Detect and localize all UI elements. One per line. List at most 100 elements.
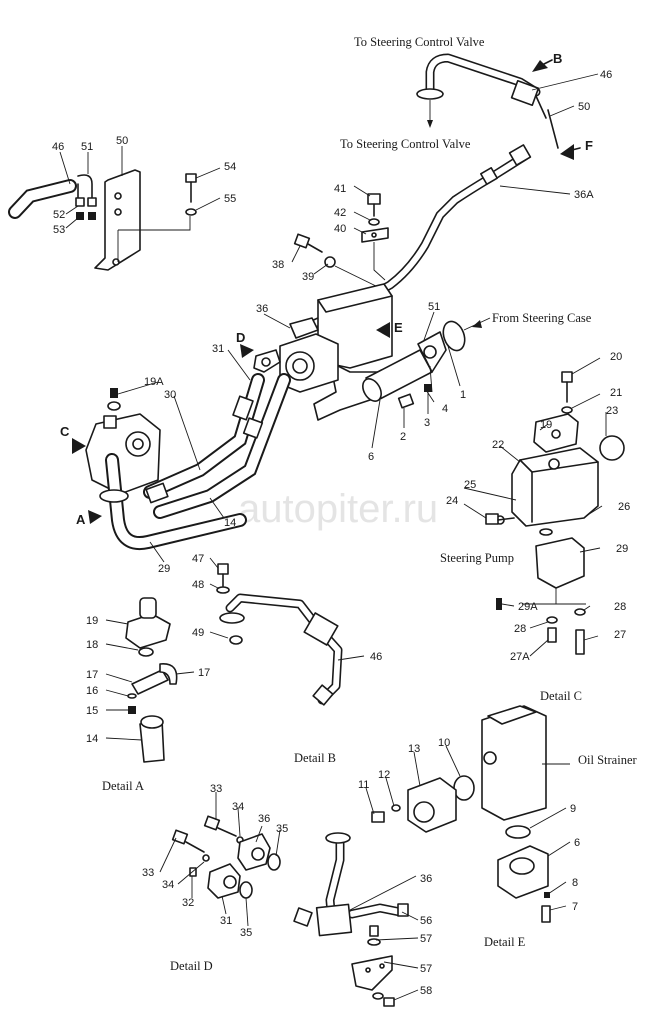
callout-16: 16	[86, 685, 98, 697]
callout-52: 52	[53, 209, 65, 221]
bracket-40	[361, 193, 389, 281]
callout-28-b: 28	[614, 601, 626, 613]
view-arrow-c: C	[60, 424, 86, 454]
detail-56-58-pipe	[293, 832, 409, 1007]
caption-from-steering-case: From Steering Case	[492, 311, 592, 325]
callout-56: 56	[420, 915, 432, 927]
detail-a-label: Detail A	[102, 779, 144, 793]
callout-57-b: 57	[420, 963, 432, 975]
left-bracket-assembly	[8, 169, 191, 271]
callout-41: 41	[334, 183, 346, 195]
caption-oil-strainer: Oil Strainer	[578, 753, 638, 767]
callout-13: 13	[408, 743, 420, 755]
callout-50-top: 50	[578, 101, 590, 113]
callout-34-b: 34	[162, 879, 174, 891]
caption-to-steering-control-valve-top: To Steering Control Valve	[354, 35, 485, 49]
detail-e-strainer	[371, 705, 570, 923]
view-letter-c: C	[60, 424, 70, 439]
callout-9: 9	[570, 803, 576, 815]
callout-27: 27	[614, 629, 626, 641]
hose-30-31	[143, 373, 291, 519]
bolt-54	[185, 173, 197, 216]
view-arrow-b: B	[532, 51, 562, 72]
callout-3: 3	[424, 417, 430, 429]
view-arrow-d: D	[236, 330, 254, 358]
detail-b-pipe	[216, 563, 343, 706]
callout-24: 24	[446, 495, 458, 507]
callout-34-a: 34	[232, 801, 244, 813]
callout-36-d: 36	[258, 813, 270, 825]
callout-33-a: 33	[210, 783, 222, 795]
main-pipe-36a	[295, 144, 532, 335]
view-arrow-e: E	[376, 320, 403, 338]
view-arrow-f: F	[560, 138, 593, 160]
callout-42: 42	[334, 207, 346, 219]
callout-6-e: 6	[574, 837, 580, 849]
left-pump-body	[85, 388, 247, 550]
callout-7: 7	[572, 901, 578, 913]
detail-b-label: Detail B	[294, 751, 336, 765]
detail-c-label: Detail C	[540, 689, 582, 703]
callout-26: 26	[618, 501, 630, 513]
callout-36a: 36A	[574, 189, 594, 201]
callout-30: 30	[164, 389, 176, 401]
callout-39: 39	[302, 271, 314, 283]
callout-4: 4	[442, 403, 448, 415]
caption-steering-pump: Steering Pump	[440, 551, 514, 565]
callout-25: 25	[464, 479, 476, 491]
callout-31: 31	[212, 343, 224, 355]
callout-31-d: 31	[220, 915, 232, 927]
callout-48: 48	[192, 579, 204, 591]
callout-46-top: 46	[600, 69, 612, 81]
callout-23: 23	[606, 405, 618, 417]
callout-33-b: 33	[142, 867, 154, 879]
watermark: autopiter.ru	[238, 487, 438, 531]
callout-32: 32	[182, 897, 194, 909]
callout-21: 21	[610, 387, 622, 399]
callout-29-main: 29	[158, 563, 170, 575]
callout-55: 55	[224, 193, 236, 205]
callout-36-e: 36	[420, 873, 432, 885]
callout-36: 36	[256, 303, 268, 315]
callout-49: 49	[192, 627, 204, 639]
callout-35-b: 35	[240, 927, 252, 939]
callout-17-a: 17	[86, 669, 98, 681]
callout-46: 46	[52, 141, 64, 153]
callout-19-a: 19	[86, 615, 98, 627]
view-letter-d: D	[236, 330, 245, 345]
callout-14-a: 14	[86, 733, 98, 745]
detail-a-parts	[125, 597, 178, 763]
callout-27a: 27A	[510, 651, 530, 663]
callout-19-c: 19	[540, 419, 552, 431]
callout-40: 40	[334, 223, 346, 235]
callout-29a: 29A	[518, 601, 538, 613]
callout-35-a: 35	[276, 823, 288, 835]
callout-20: 20	[610, 351, 622, 363]
suction-tube-6	[362, 317, 491, 409]
callout-58: 58	[420, 985, 432, 997]
detail-e-label: Detail E	[484, 935, 526, 949]
view-letter-a: A	[76, 512, 86, 527]
detail-d-label: Detail D	[170, 959, 213, 973]
callout-15: 15	[86, 705, 98, 717]
callout-22: 22	[492, 439, 504, 451]
callout-19a: 19A	[144, 376, 164, 388]
view-arrow-a: A	[76, 510, 102, 527]
callout-46-b: 46	[370, 651, 382, 663]
callout-10: 10	[438, 737, 450, 749]
central-valve-assembly	[253, 283, 393, 421]
callout-8: 8	[572, 877, 578, 889]
view-letter-f: F	[585, 138, 593, 153]
callout-2: 2	[400, 431, 406, 443]
callout-51: 51	[81, 141, 93, 153]
top-return-pipe	[416, 53, 559, 149]
callout-11: 11	[358, 779, 369, 791]
callout-6: 6	[368, 451, 374, 463]
callout-51-main: 51	[428, 301, 440, 313]
leader-lines	[59, 73, 607, 1001]
caption-to-steering-control-valve-mid: To Steering Control Valve	[340, 137, 471, 151]
callout-47: 47	[192, 553, 204, 565]
callout-17-b: 17	[198, 667, 210, 679]
detail-d-parts	[171, 815, 281, 899]
